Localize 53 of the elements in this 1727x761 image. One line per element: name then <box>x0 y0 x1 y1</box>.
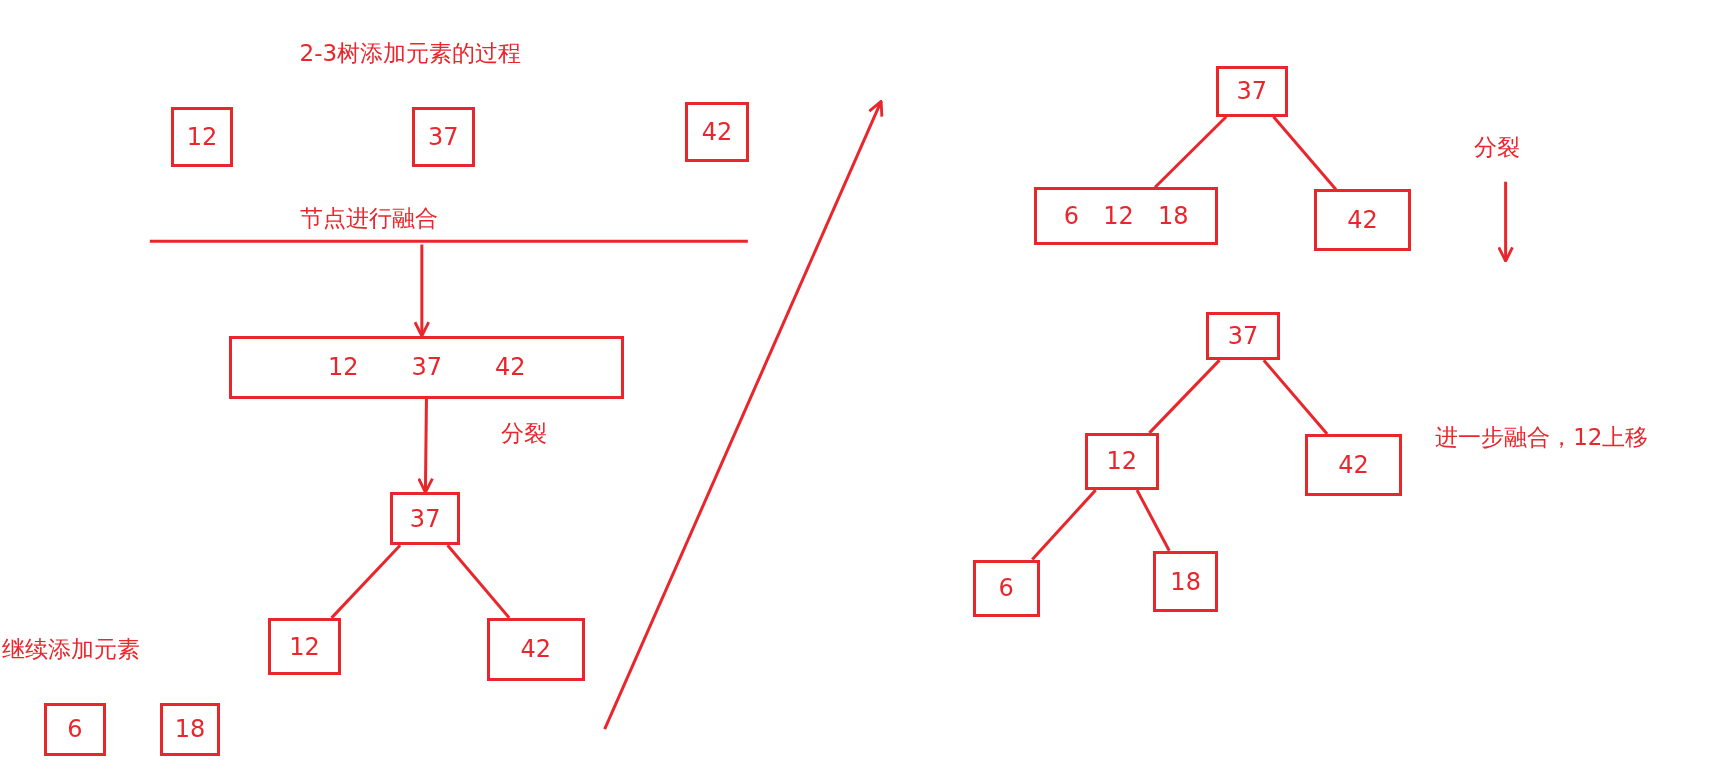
number-box <box>1305 433 1403 496</box>
number-box <box>1215 66 1288 117</box>
number-text: 6 <box>1063 201 1080 230</box>
connector-line <box>1262 359 1329 435</box>
connector-line <box>1135 489 1171 552</box>
number-text: 12 <box>186 123 218 152</box>
connector-line <box>330 544 402 619</box>
number-box <box>972 559 1040 617</box>
number-text: 37 <box>1227 321 1259 350</box>
number-text: 42 <box>520 635 552 664</box>
number-text: 42 <box>701 118 733 147</box>
number-text: 12 <box>328 353 359 382</box>
number-box <box>486 617 585 681</box>
number-text: 42 <box>1347 206 1378 235</box>
number-text: 37 <box>411 353 443 382</box>
note-text: 节点进行融合 <box>299 204 438 233</box>
number-text: 12 <box>1106 447 1138 476</box>
number-text: 6 <box>998 574 1014 603</box>
connector-line <box>1154 115 1228 189</box>
number-box <box>1206 311 1280 361</box>
number-box <box>267 617 342 676</box>
number-text: 42 <box>1338 450 1369 479</box>
number-box <box>44 702 106 756</box>
connector-line <box>446 544 511 619</box>
number-text: 37 <box>409 504 441 533</box>
number-text: 12 <box>289 632 320 661</box>
arrow <box>413 244 431 338</box>
number-box <box>170 106 234 168</box>
number-text: 12 <box>1103 201 1134 230</box>
number-text: 37 <box>428 123 459 152</box>
connector-line <box>1272 115 1338 191</box>
number-text: 6 <box>67 715 83 744</box>
note-text: 分裂 <box>1473 134 1520 162</box>
number-box <box>1153 550 1219 613</box>
number-box <box>685 102 749 162</box>
arrow <box>417 398 434 494</box>
number-box <box>411 106 475 168</box>
number-text: 18 <box>1170 567 1201 596</box>
title: 2-3树添加元素的过程 <box>299 39 522 68</box>
connector-line <box>1148 359 1221 434</box>
number-box <box>1034 187 1219 245</box>
number-text: 37 <box>1236 77 1267 106</box>
number-box <box>1084 432 1159 491</box>
note-text: 继续添加元素 <box>2 635 141 664</box>
note-text: 进一步融合，12上移 <box>1435 424 1649 452</box>
number-text: 18 <box>174 715 206 744</box>
number-box <box>389 492 461 546</box>
number-text: 42 <box>494 353 526 382</box>
number-box <box>1313 189 1411 252</box>
number-text: 18 <box>1158 201 1189 230</box>
number-box <box>159 702 221 756</box>
connector-line <box>1031 489 1097 561</box>
number-box <box>229 335 625 399</box>
